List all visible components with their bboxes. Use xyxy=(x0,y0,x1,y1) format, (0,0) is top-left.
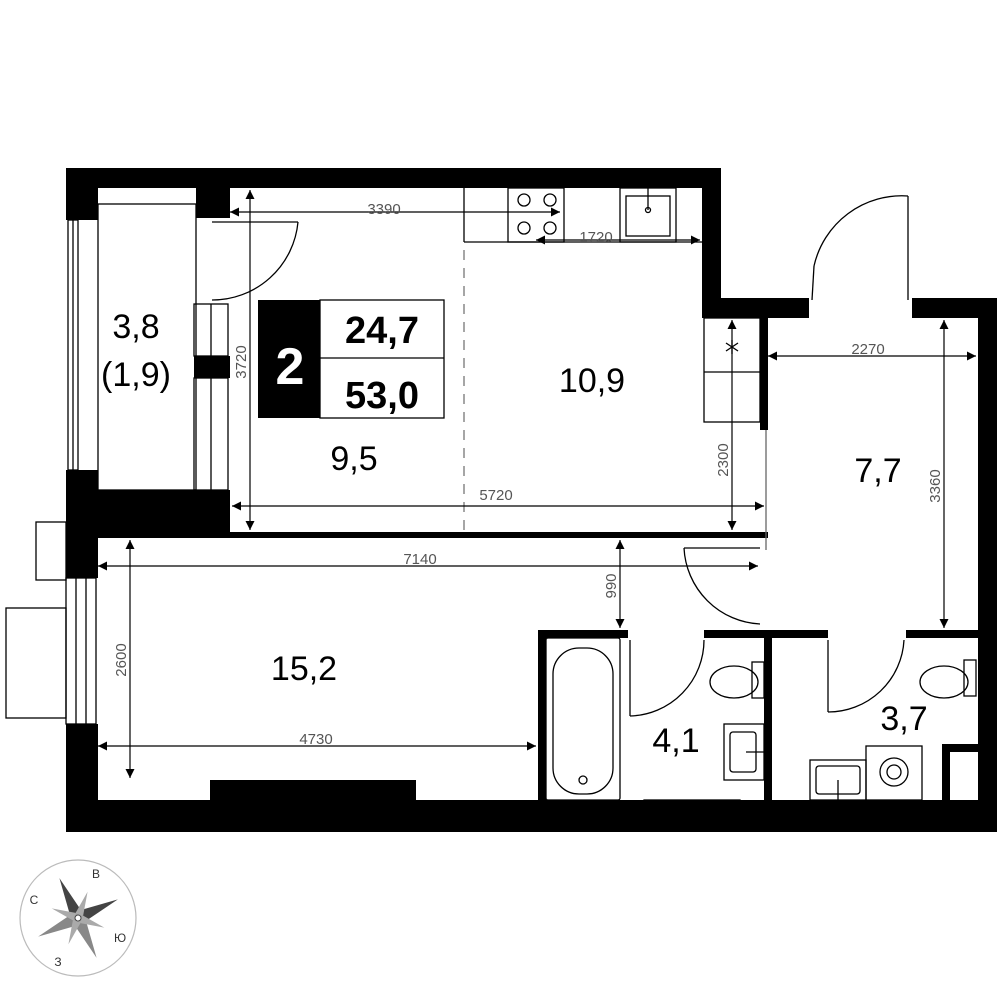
compass-east: В xyxy=(92,867,100,881)
dim-2300: 2300 xyxy=(715,443,732,476)
dim-3390: 3390 xyxy=(367,201,400,218)
room-small-area: 9,5 xyxy=(330,440,377,478)
snowflake-icon xyxy=(725,340,739,354)
dim-2270: 2270 xyxy=(851,341,884,358)
dim-2600: 2600 xyxy=(113,643,130,676)
dim-7140: 7140 xyxy=(403,551,436,568)
dim-1720: 1720 xyxy=(579,229,612,246)
wc-area: 3,7 xyxy=(880,700,927,738)
badge-total-area: 53,0 xyxy=(345,375,419,417)
compass-south: Ю xyxy=(114,931,126,945)
dim-990: 990 xyxy=(603,573,620,598)
badge-living-area: 24,7 xyxy=(345,310,419,352)
kitchen-area: 10,9 xyxy=(559,362,625,400)
dimension-labels: 3390 1720 3720 5720 2300 2270 3360 7140 … xyxy=(113,201,944,748)
badge-room-count: 2 xyxy=(276,338,305,396)
room-large-area: 15,2 xyxy=(271,650,337,688)
compass-north: С xyxy=(30,893,39,907)
dim-3360: 3360 xyxy=(927,469,944,502)
dim-3720: 3720 xyxy=(233,345,250,378)
compass-rose-icon xyxy=(38,878,118,958)
dim-4730: 4730 xyxy=(299,731,332,748)
walls xyxy=(66,168,997,832)
room-areas: 3,8 (1,9) 9,5 10,9 7,7 15,2 4,1 3,7 xyxy=(101,308,928,760)
balcony-area-reduced: (1,9) xyxy=(101,356,171,394)
compass: С В Ю З xyxy=(19,859,137,977)
apartment-badge: 2 24,7 53,0 xyxy=(258,299,445,419)
windows xyxy=(5,219,741,831)
dimension-lines xyxy=(98,190,976,778)
compass-west: З xyxy=(54,955,61,969)
hall-area: 7,7 xyxy=(854,452,901,490)
balcony-area: 3,8 xyxy=(112,308,159,346)
dim-5720: 5720 xyxy=(479,487,512,504)
bathroom-area: 4,1 xyxy=(652,722,699,760)
